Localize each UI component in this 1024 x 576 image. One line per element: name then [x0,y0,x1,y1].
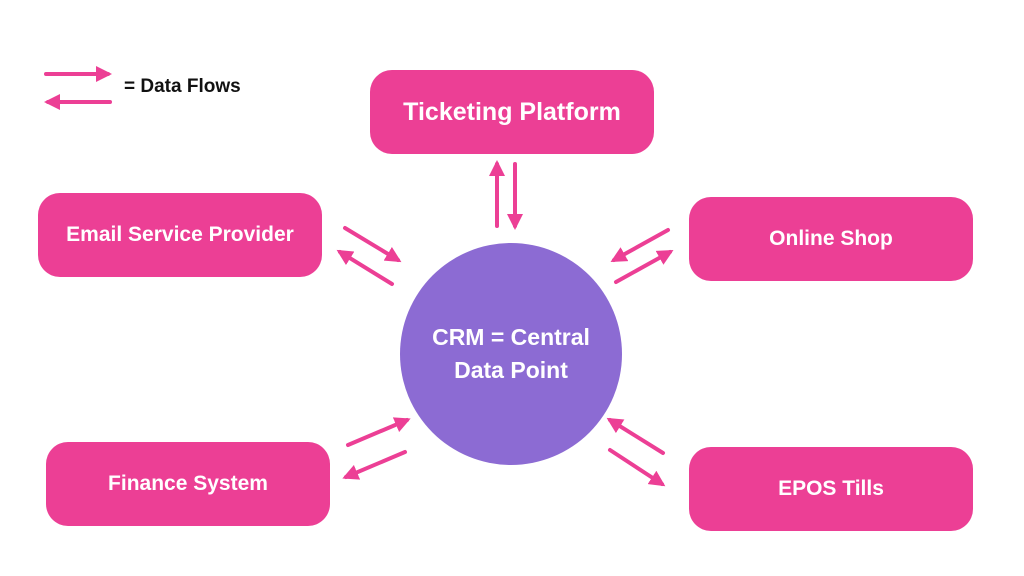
node-finance-system: Finance System [46,442,330,526]
legend-label: = Data Flows [124,76,241,97]
center-label-line1: CRM = Central [432,324,590,350]
node-epos-tills: EPOS Tills [689,447,973,531]
crm-center-node: CRM = Central Data Point [400,243,622,465]
arrow-shop-to-crm [610,228,670,262]
arrow-crm-to-epos [608,448,666,487]
node-label: Online Shop [769,227,893,250]
arrow-crm-to-finance [342,450,407,480]
node-label: Finance System [108,472,268,495]
node-email-service-provider: Email Service Provider [38,193,322,277]
node-online-shop: Online Shop [689,197,973,281]
node-label: EPOS Tills [778,477,884,500]
arrow-email-to-crm [343,226,402,263]
node-label: Ticketing Platform [403,97,621,126]
arrow-epos-to-crm [606,417,665,455]
center-label-line2: Data Point [454,357,568,383]
node-ticketing-platform: Ticketing Platform [370,70,654,154]
arrow-finance-to-crm [346,417,411,447]
arrow-crm-to-email [336,249,394,286]
node-label: Email Service Provider [66,223,294,246]
arrow-crm-to-shop [614,250,674,284]
